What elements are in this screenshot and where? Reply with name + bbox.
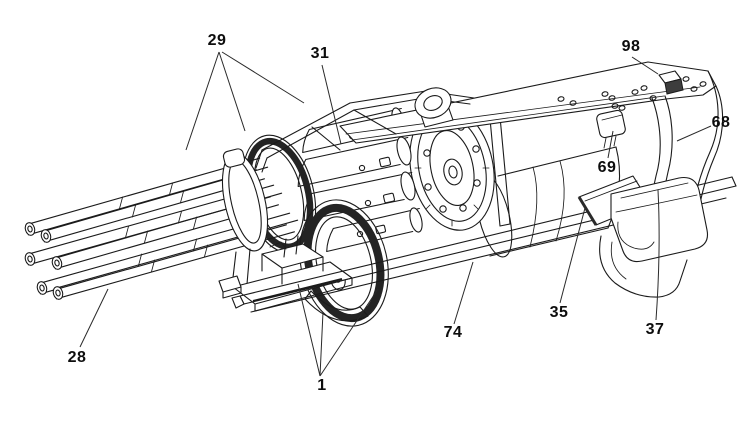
leader-31	[321, 64, 342, 145]
leader-29	[185, 51, 305, 151]
ref-numeral-69: 69	[597, 159, 617, 176]
barrel-clamp	[221, 148, 269, 287]
leader-35	[559, 207, 586, 304]
ref-numeral-29: 29	[207, 32, 227, 49]
lifting-eye	[414, 87, 452, 119]
leader-1	[297, 283, 379, 377]
leader-98	[631, 56, 659, 75]
ref-numeral-74: 74	[443, 324, 463, 341]
ref-numeral-37: 37	[645, 321, 665, 338]
ref-numeral-31: 31	[310, 45, 330, 62]
trigger-unit	[596, 109, 626, 149]
foot-chute	[599, 235, 688, 298]
leader-37	[655, 189, 660, 321]
leader-68	[676, 125, 712, 142]
frame-yoke	[255, 87, 475, 173]
support-strut	[488, 105, 511, 227]
leader-28	[79, 288, 109, 348]
ref-numeral-28: 28	[67, 349, 87, 366]
rear-rotor-plate	[409, 105, 495, 231]
ref-numeral-35: 35	[549, 304, 569, 321]
leader-69	[607, 130, 614, 159]
leader-74	[453, 261, 474, 325]
ref-numeral-1: 1	[317, 377, 327, 394]
leader-lines	[79, 51, 712, 377]
ref-numeral-68: 68	[711, 114, 731, 131]
ref-numeral-98: 98	[621, 38, 641, 55]
